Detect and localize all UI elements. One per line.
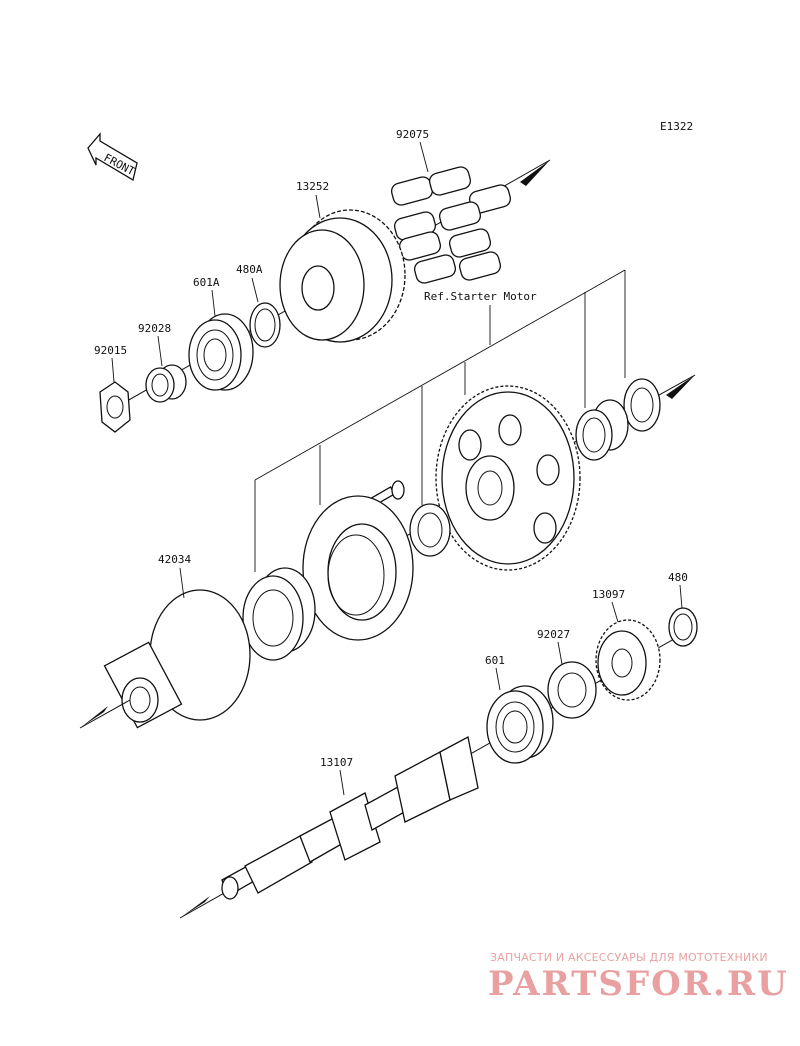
part-92015-nut [99, 381, 131, 433]
lead-92015 [111, 357, 115, 383]
label-92028: 92028 [138, 322, 171, 335]
part-13097-gear [595, 619, 661, 701]
upper-axis-arrow-icon [520, 160, 550, 186]
label-601: 601 [485, 654, 505, 667]
part-601A-bearing [188, 313, 254, 391]
lead-13107 [339, 769, 345, 796]
watermark-tagline: ЗАПЧАСТИ И АКСЕССУАРЫ ДЛЯ МОТОТЕХНИКИ [490, 951, 768, 964]
label-13107: 13107 [320, 756, 353, 769]
lower-axis-arrow-icon [180, 896, 210, 918]
part-42034-coupling [103, 589, 251, 729]
label-480A: 480A [236, 263, 263, 276]
part-601-bearing [486, 685, 554, 764]
label-42034: 42034 [158, 553, 191, 566]
middle-axis-arrow-icon [666, 375, 695, 399]
part-needle-bearing [575, 399, 629, 461]
middle-axis-left [79, 699, 131, 729]
lead-601A [211, 289, 216, 317]
label-601A: 601A [193, 276, 220, 289]
middle-axis-left-arrow-icon [80, 706, 108, 728]
label-92027: 92027 [537, 628, 570, 641]
diagram-code: E1322 [660, 120, 693, 133]
part-480A-circlip [249, 302, 281, 348]
ref-bracket [254, 269, 626, 572]
label-92015: 92015 [94, 344, 127, 357]
lead-480 [679, 584, 683, 609]
part-clutch-housing [302, 495, 414, 641]
ref-starter-motor: Ref.Starter Motor [424, 290, 537, 303]
part-13107-shaft [221, 736, 479, 900]
label-13252: 13252 [296, 180, 329, 193]
label-92075: 92075 [396, 128, 429, 141]
part-starter-driven-gear [435, 385, 581, 571]
lead-13252 [315, 194, 321, 219]
lead-92028 [157, 335, 163, 367]
lead-601 [495, 667, 501, 691]
part-one-way-clutch [242, 567, 316, 661]
front-arrow-icon: FRONT [87, 132, 138, 182]
label-480: 480 [668, 571, 688, 584]
part-washer-right [623, 378, 661, 432]
part-92075-rollers [390, 166, 512, 284]
lead-92027 [557, 641, 563, 665]
part-13252-gear [279, 209, 406, 343]
part-92028-collar [145, 364, 187, 403]
watermark-logo: PARTSFOR.RU [488, 964, 789, 1004]
part-480-circlip [668, 607, 698, 647]
part-washer-middle [409, 503, 451, 557]
lead-92075 [419, 141, 429, 173]
part-92027-collar [547, 661, 597, 719]
lead-480A [251, 277, 259, 303]
lead-13097 [611, 601, 619, 623]
lead-42034 [179, 567, 185, 599]
label-13097: 13097 [592, 588, 625, 601]
